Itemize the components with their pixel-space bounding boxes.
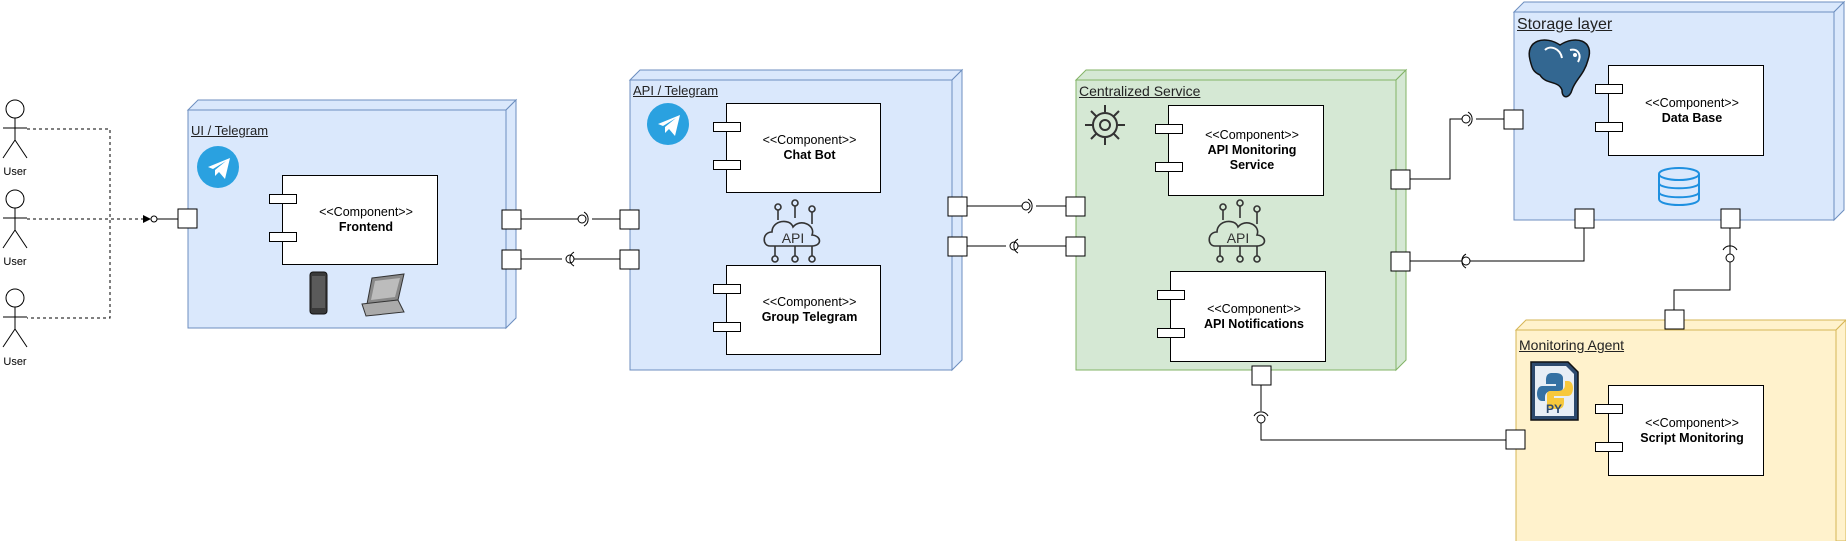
component-name: Chat Bot: [783, 148, 836, 162]
interface-connectors: [521, 111, 1738, 441]
port-storage-bottom-1: [1574, 208, 1595, 229]
component-text: <<Component>> Data Base: [1623, 66, 1761, 155]
component-name: Data Base: [1661, 110, 1723, 125]
api-cloud-icon: [1208, 199, 1266, 263]
port-cs-out-1: [1390, 169, 1411, 190]
component-text: <<Component>> API Notifications: [1185, 272, 1323, 361]
component-tab: [713, 284, 741, 294]
component-tab: [1157, 328, 1185, 338]
smartphone-icon: [309, 271, 328, 315]
actor-label: User: [3, 356, 27, 368]
ports: [177, 109, 1741, 450]
actor-user-3: [2, 288, 28, 348]
port-cs-in-1: [1065, 196, 1086, 217]
postgresql-icon: [1528, 39, 1591, 98]
port-ui-out-2: [501, 249, 522, 270]
port-storage-bottom-2: [1720, 208, 1741, 229]
port-monitoring-left: [1505, 429, 1526, 450]
port-monitoring-top: [1664, 309, 1685, 330]
component-tab: [713, 160, 741, 170]
component-name: Script Monitoring: [1640, 430, 1744, 445]
node-label-ui-telegram: UI / Telegram: [191, 123, 269, 138]
actor-label: User: [3, 166, 27, 178]
component-name: API Notifications: [1203, 316, 1304, 331]
component-text: <<Component>> API Monitoring Service: [1183, 106, 1321, 195]
node-label-monitoring-agent: Monitoring Agent: [1519, 337, 1625, 353]
api-icon-text: API: [1227, 230, 1250, 246]
port-ui-out-1: [501, 209, 522, 230]
telegram-icon: [197, 146, 239, 188]
frontend-socket: [150, 215, 178, 223]
node-label-storage-layer: Storage layer: [1517, 16, 1613, 33]
component-stereotype: <<Component>>: [1645, 95, 1739, 110]
component-tab: [713, 122, 741, 132]
port-api-in-2: [619, 249, 640, 270]
component-stereotype: <<Component>>: [1205, 128, 1299, 142]
port-ui-in: [177, 208, 198, 229]
actor-connectors: [27, 128, 151, 319]
component-script-monitoring: <<Component>> Script Monitoring: [1595, 385, 1764, 476]
component-tab: [269, 194, 297, 204]
component-tab: [1155, 124, 1183, 134]
component-group-telegram: <<Component>> Group Telegram: [713, 265, 881, 355]
component-tab: [269, 232, 297, 242]
component-text: <<Component>> Frontend: [297, 176, 435, 264]
port-cs-bottom: [1251, 365, 1272, 386]
node-label-api-telegram: API / Telegram: [633, 83, 719, 98]
python-icon-text: PY: [1546, 402, 1562, 416]
component-name: Group Telegram: [761, 310, 858, 324]
port-storage-in-1: [1503, 109, 1524, 130]
component-tab: [1595, 404, 1623, 414]
component-api-monitoring-service: <<Component>> API Monitoring Service: [1155, 105, 1324, 196]
port-cs-out-2: [1390, 251, 1411, 272]
component-text: <<Component>> Script Monitoring: [1623, 386, 1761, 475]
component-text: <<Component>> Chat Bot: [741, 104, 878, 192]
component-tab: [1595, 442, 1623, 452]
component-api-notifications: <<Component>> API Notifications: [1157, 271, 1326, 362]
component-tab: [713, 322, 741, 332]
component-stereotype: <<Component>>: [319, 205, 413, 219]
component-tab: [1595, 84, 1623, 94]
component-stereotype: <<Component>>: [1645, 415, 1739, 430]
laptop-icon: [361, 273, 405, 317]
component-text: <<Component>> Group Telegram: [741, 266, 878, 354]
component-stereotype: <<Component>>: [762, 295, 857, 309]
component-name: Frontend: [338, 220, 394, 234]
component-stereotype: <<Component>>: [1207, 301, 1301, 316]
database-icon: [1658, 167, 1700, 206]
api-icon-text: API: [782, 230, 805, 246]
telegram-icon: [647, 103, 689, 145]
component-chat-bot: <<Component>> Chat Bot: [713, 103, 881, 193]
port-api-out-1: [947, 196, 968, 217]
component-data-base: <<Component>> Data Base: [1595, 65, 1764, 156]
api-cloud-icon: [763, 199, 821, 263]
component-tab: [1595, 122, 1623, 132]
node-label-centralized-service: Centralized Service: [1079, 83, 1201, 99]
actor-label: User: [3, 256, 27, 268]
component-frontend: <<Component>> Frontend: [269, 175, 438, 265]
port-api-in-1: [619, 209, 640, 230]
port-api-out-2: [947, 236, 968, 257]
gear-icon: [1085, 105, 1125, 145]
python-file-icon: [1530, 361, 1579, 421]
actor-user-1: [2, 99, 28, 159]
component-tab: [1157, 290, 1185, 300]
actor-user-2: [2, 189, 28, 249]
component-tab: [1155, 162, 1183, 172]
port-cs-in-2: [1065, 236, 1086, 257]
component-name: API Monitoring Service: [1207, 143, 1297, 172]
component-stereotype: <<Component>>: [762, 133, 857, 147]
